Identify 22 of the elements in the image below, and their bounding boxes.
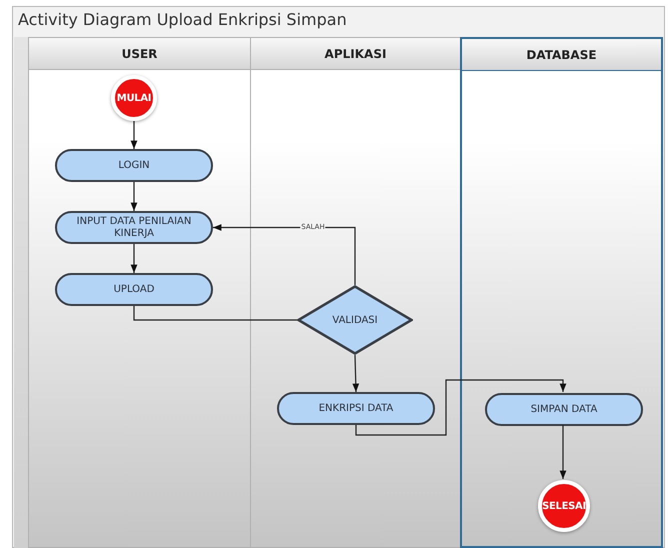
arrow [560,425,566,479]
connector-line [133,306,297,321]
arrow [130,244,138,273]
arrow [213,224,356,285]
action-box: ENKRIPSI DATA [277,392,435,425]
arrow [130,182,138,211]
arrow [352,354,360,392]
arrow [355,379,566,436]
decision-diamond: VALIDASI [297,285,413,355]
action-box: UPLOAD [55,273,213,306]
arrow [130,121,138,149]
action-box: SIMPAN DATA [485,393,643,426]
lane-header: DATABASE [462,39,661,71]
swimlane [460,37,663,548]
lane-header: APLIKASI [251,38,460,70]
lane-header: USER [29,38,250,70]
action-box: LOGIN [55,149,213,182]
diagram-title: Activity Diagram Upload Enkripsi Simpan [18,10,347,29]
swimlane [250,37,461,548]
action-box: INPUT DATA PENILAIAN KINERJA [55,211,213,244]
terminal-circle: SELESAI [538,480,590,532]
swimlane [28,37,251,548]
